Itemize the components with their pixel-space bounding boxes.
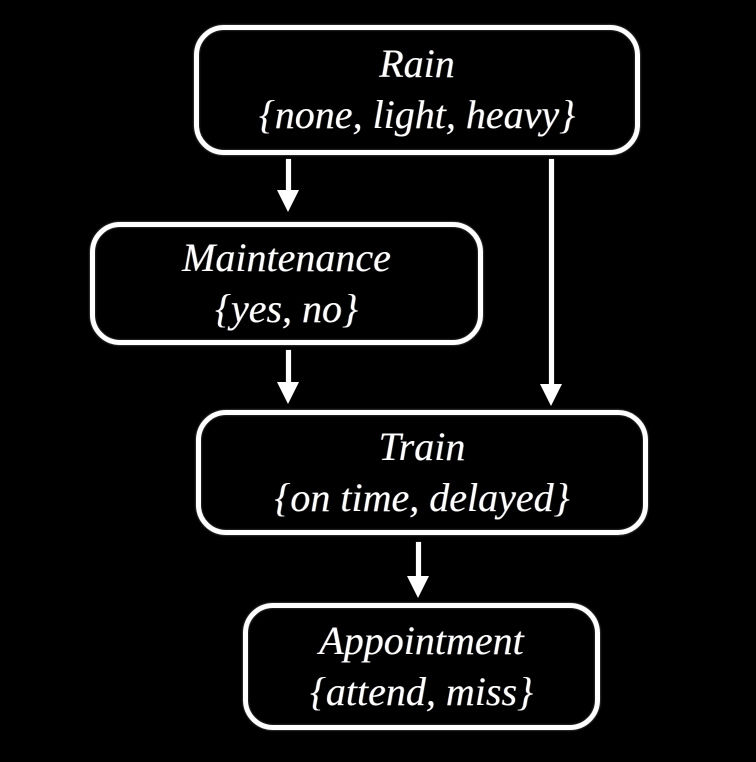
node-maintenance: Maintenance {yes, no} (90, 222, 483, 345)
node-rain: Rain {none, light, heavy} (194, 25, 640, 155)
arrow-line (286, 350, 291, 383)
node-train-label: Train (378, 423, 466, 469)
node-maintenance-values: {yes, no} (214, 285, 359, 331)
node-appointment: Appointment {attend, miss} (243, 603, 600, 730)
arrowhead-down-icon (277, 382, 299, 404)
node-train-values: {on time, delayed} (274, 474, 570, 520)
node-appointment-values: {attend, miss} (309, 668, 534, 714)
arrow-line (416, 542, 421, 577)
node-train: Train {on time, delayed} (196, 410, 648, 535)
arrowhead-down-icon (407, 576, 429, 598)
node-rain-values: {none, light, heavy} (258, 92, 576, 137)
arrow-line (549, 159, 554, 385)
node-appointment-label: Appointment (319, 617, 524, 663)
arrowhead-down-icon (277, 190, 299, 212)
node-rain-label: Rain (379, 41, 455, 87)
node-maintenance-label: Maintenance (182, 234, 391, 280)
arrowhead-down-icon (540, 384, 562, 406)
arrow-line (286, 159, 291, 191)
